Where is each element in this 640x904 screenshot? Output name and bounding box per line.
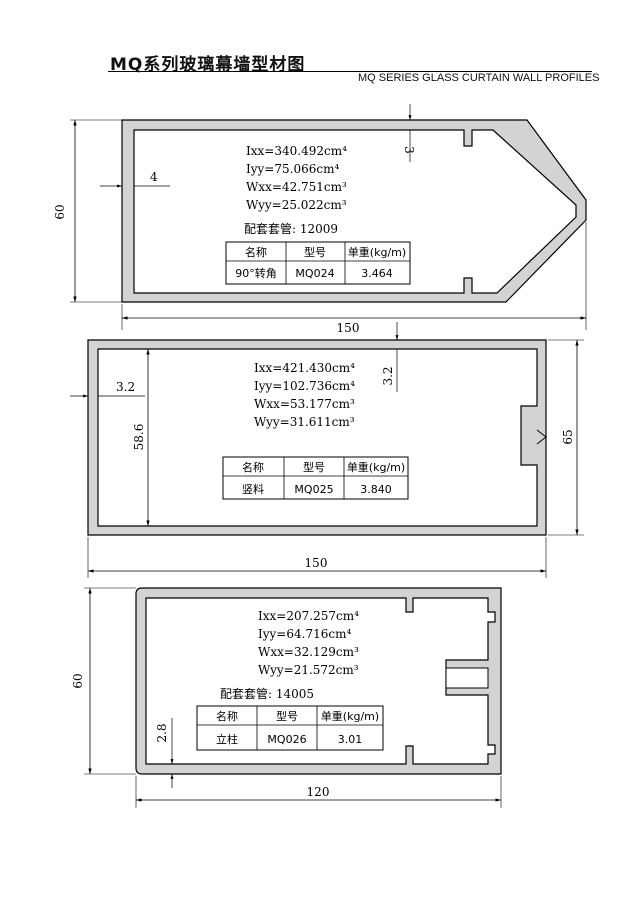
p1-dim-height: 60 [53, 204, 67, 219]
p1-th-model: 型号 [304, 245, 326, 259]
p3-wxx: Wxx=32.129cm³ [258, 645, 359, 659]
p1-dim-width: 150 [337, 321, 360, 335]
p1-th-weight: 单重(kg/m) [348, 245, 406, 259]
p3-wyy: Wyy=21.572cm³ [258, 663, 359, 677]
p2-th-weight: 单重(kg/m) [347, 460, 405, 474]
profile-mq025 [70, 322, 584, 578]
p1-name: 90°转角 [235, 266, 277, 280]
p1-model: MQ024 [295, 267, 334, 280]
p2-weight: 3.840 [360, 483, 392, 496]
profile-mq025-outline [87, 339, 547, 536]
profile-mq024 [70, 104, 587, 330]
p3-th-name: 名称 [216, 709, 238, 723]
profile-mq024-table [225, 241, 411, 285]
p2-wxx: Wxx=53.177cm³ [254, 397, 355, 411]
p1-dim-wall: 4 [150, 170, 158, 184]
p2-ixx: Ixx=421.430cm⁴ [254, 361, 355, 375]
p1-wxx: Wxx=42.751cm³ [246, 180, 347, 194]
p3-dim-width: 120 [307, 785, 330, 799]
p3-model: MQ026 [267, 733, 306, 746]
p1-dim-small: 3 [402, 146, 416, 154]
p3-dim-wall: 2.8 [155, 723, 169, 742]
profile-mq024-outline [121, 119, 587, 303]
header-divider [108, 71, 592, 72]
profile-mq025-table [222, 456, 409, 500]
p2-dim-height: 65 [561, 429, 575, 444]
p3-iyy: Iyy=64.716cm⁴ [258, 627, 351, 641]
p1-wyy: Wyy=25.022cm³ [246, 198, 347, 212]
profile-mq026 [84, 587, 502, 808]
p2-dim-width: 150 [305, 556, 328, 570]
p3-th-weight: 单重(kg/m) [321, 709, 379, 723]
p1-sleeve: 配套套管: 12009 [244, 221, 338, 236]
p2-name: 竖料 [242, 482, 264, 496]
p3-ixx: Ixx=207.257cm⁴ [258, 609, 359, 623]
p3-th-model: 型号 [276, 709, 298, 723]
p3-name: 立柱 [216, 732, 238, 746]
p2-dim-inner: 58.6 [132, 424, 146, 451]
p2-model: MQ025 [294, 483, 333, 496]
p3-sleeve: 配套套管: 14005 [220, 686, 314, 701]
p1-th-name: 名称 [245, 245, 267, 259]
p2-th-model: 型号 [303, 460, 325, 474]
p3-dim-height: 60 [71, 673, 85, 688]
profile-mq026-outline [135, 587, 502, 775]
page-subtitle: MQ SERIES GLASS CURTAIN WALL PROFILES [358, 72, 600, 84]
page-title: MQ系列玻璃幕墙型材图 [110, 55, 306, 75]
p1-weight: 3.464 [361, 267, 393, 280]
page-header: MQ系列玻璃幕墙型材图 MQ SERIES GLASS CURTAIN WALL… [0, 0, 640, 90]
profile-mq026-table [196, 705, 384, 751]
p2-iyy: Iyy=102.736cm⁴ [254, 379, 355, 393]
p2-dim-wall: 3.2 [116, 380, 135, 394]
p1-iyy: Iyy=75.066cm⁴ [246, 162, 339, 176]
p2-th-name: 名称 [242, 460, 264, 474]
p1-ixx: Ixx=340.492cm⁴ [246, 144, 347, 158]
p2-wyy: Wyy=31.611cm³ [254, 415, 355, 429]
p2-dim-small: 3.2 [381, 366, 395, 385]
p3-weight: 3.01 [338, 733, 363, 746]
